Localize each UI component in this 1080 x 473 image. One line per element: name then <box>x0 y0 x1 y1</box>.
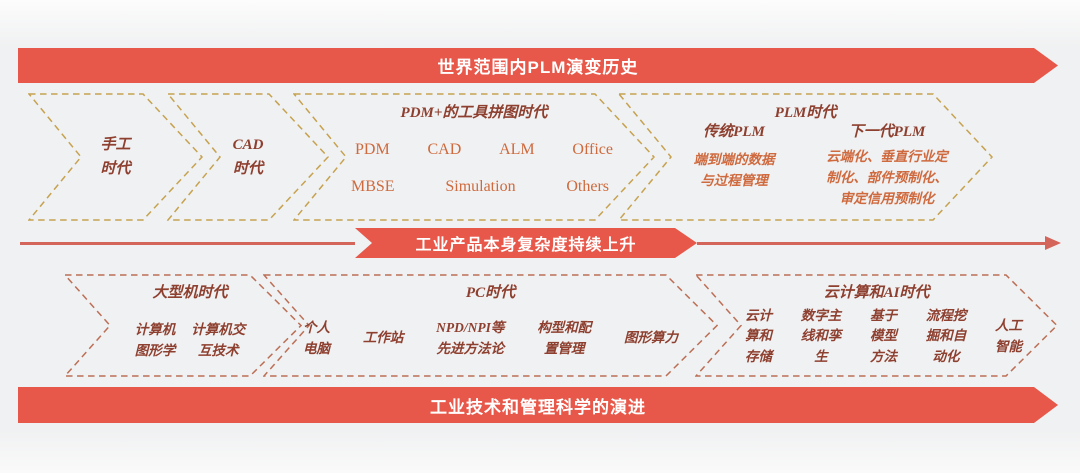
era-plm: PLM时代 传统PLM 端到端的数据 与过程管理 下一代PLM 云端化、垂直行业… <box>618 93 993 221</box>
era-item: 构型和配 置管理 <box>537 320 592 356</box>
tool-others: Others <box>566 178 609 195</box>
complexity-banner-title: 工业产品本身复杂度持续上升 <box>415 237 637 254</box>
chevron-outline <box>293 93 655 221</box>
bottom-banner-title: 工业技术和管理科学的演进 <box>430 397 646 417</box>
complexity-arrow-line-left <box>20 242 355 245</box>
era-item: 数字主 线和孪 生 <box>800 308 842 364</box>
complexity-arrow-line-right <box>697 242 1047 245</box>
era-item: 人工 智能 <box>995 318 1022 354</box>
complexity-banner-arrow: 工业产品本身复杂度持续上升 <box>355 228 697 258</box>
chevron-outline <box>695 274 1058 377</box>
era-manual: 手工 时代 <box>28 93 203 221</box>
tool-pdm: PDM <box>355 141 390 158</box>
era-cad: CAD 时代 <box>167 93 329 221</box>
tool-mbse: MBSE <box>351 178 395 195</box>
era-item: 流程挖 掘和自 动化 <box>925 308 967 364</box>
era-pdm-title: PDM+的工具拼图时代 <box>400 105 548 121</box>
era-item: NPD/NPI等 先进方法论 <box>436 320 505 356</box>
era-item: 计算机 图形学 <box>134 322 176 358</box>
bottom-banner-arrow: 工业技术和管理科学的演进 <box>18 387 1058 423</box>
era-item: 图形算力 <box>624 330 678 346</box>
era-mainframe: 大型机时代 计算机 图形学 计算机交 互技术 <box>64 274 302 377</box>
chevron-outline <box>28 93 203 221</box>
era-plm-title: PLM时代 <box>774 105 837 121</box>
era-item: 基于 模型 方法 <box>870 308 897 364</box>
traditional-plm-body: 端到端的数据 与过程管理 <box>693 152 775 188</box>
next-gen-plm-heading: 下一代PLM <box>848 124 926 140</box>
era-pc-title: PC时代 <box>465 285 516 301</box>
tool-row-2: MBSE Simulation Others <box>293 178 655 196</box>
top-banner-title: 世界范围内PLM演变历史 <box>437 58 639 77</box>
arrowhead-icon <box>1045 236 1061 250</box>
era-item: 云计 算和 存储 <box>745 308 772 364</box>
era-item: 个人 电脑 <box>303 320 330 356</box>
top-banner-arrow: 世界范围内PLM演变历史 <box>18 48 1058 83</box>
era-item: 工作站 <box>362 330 404 346</box>
era-item: 计算机交 互技术 <box>191 322 246 358</box>
next-gen-plm-body: 云端化、垂直行业定 制化、部件预制化、 审定信用预制化 <box>826 149 948 206</box>
next-gen-plm-column: 下一代PLM 云端化、垂直行业定 制化、部件预制化、 审定信用预制化 <box>798 120 976 210</box>
era-pdm-tools: PDM+的工具拼图时代 PDM CAD ALM Office MBSE Simu… <box>293 93 655 221</box>
era-cloud-ai-title: 云计算和AI时代 <box>823 285 930 301</box>
chevron-outline <box>263 274 718 377</box>
era-pc: PC时代 个人 电脑 工作站 NPD/NPI等 先进方法论 构型和配 置管理 图… <box>263 274 718 377</box>
mainframe-items: 计算机 图形学 计算机交 互技术 <box>64 312 302 369</box>
era-manual-title: 手工 时代 <box>100 137 131 177</box>
era-cloud-ai: 云计算和AI时代 云计 算和 存储 数字主 线和孪 生 基于 模型 方法 流程挖… <box>695 274 1058 377</box>
cloud-ai-items: 云计 算和 存储 数字主 线和孪 生 基于 模型 方法 流程挖 掘和自 动化 人… <box>695 301 1058 372</box>
pc-items: 个人 电脑 工作站 NPD/NPI等 先进方法论 构型和配 置管理 图形算力 <box>263 308 718 369</box>
era-cad-title: CAD 时代 <box>232 137 264 177</box>
tool-row-1: PDM CAD ALM Office <box>293 141 655 159</box>
tool-alm: ALM <box>499 141 535 158</box>
tool-office: Office <box>572 141 613 158</box>
tool-simulation: Simulation <box>445 178 516 195</box>
tool-cad: CAD <box>427 141 462 158</box>
era-mainframe-title: 大型机时代 <box>152 285 228 301</box>
traditional-plm-heading: 传统PLM <box>703 124 765 140</box>
chevron-outline <box>167 93 329 221</box>
traditional-plm-column: 传统PLM 端到端的数据 与过程管理 <box>654 120 814 192</box>
chevron-outline <box>618 93 993 221</box>
